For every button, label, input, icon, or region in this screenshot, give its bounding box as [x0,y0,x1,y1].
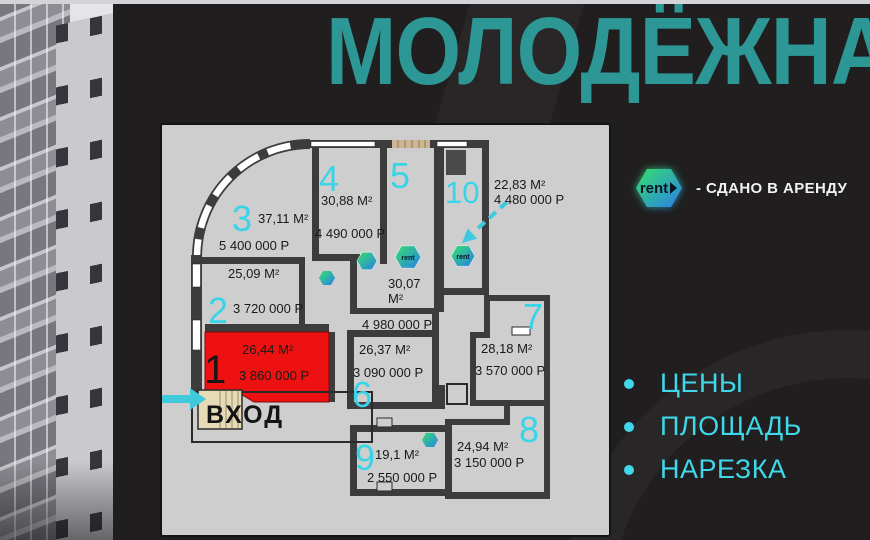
window [192,319,201,351]
stair-lines [219,391,239,428]
bullet-icon [624,421,634,432]
rent-badge-icons: rent rent [319,245,476,447]
unit-8-price: 3 150 000 Р [454,455,525,470]
list-item: НАРЕЗКА [624,448,802,491]
unit-9-number: 9 [355,437,376,478]
unit-9-area: 19,1 М² [375,447,420,462]
unit-4-price: 4 490 000 Р [315,226,386,241]
window [192,263,201,288]
rented-legend: rent - СДАНО В АРЕНДУ [628,160,847,216]
features-list: ЦЕНЫ ПЛОЩАДЬ НАРЕЗКА [624,362,802,491]
feature-area: ПЛОЩАДЬ [660,411,802,441]
unit-6-area: 26,37 М² [359,342,411,357]
unit-5-price: 4 980 000 Р [362,317,433,332]
bullet-icon [624,464,634,475]
unit-5-number: 5 [390,155,411,196]
unit-4-number: 4 [319,158,340,199]
rent-logo-icon: rent [636,169,682,207]
vestibule-outline [191,391,373,443]
unit-6-number: 6 [352,374,373,415]
floor-plan-walls: rent rent [162,139,550,499]
door-notch [376,417,393,428]
unit-10-callout-arrow-icon [462,200,509,243]
unit-7-price: 3 570 000 Р [475,363,546,378]
hatch-lines [397,140,426,148]
door-notch [376,481,393,492]
floor-plan: rent rent 1 2 3 4 5 6 7 8 9 10 26,44 М² … [160,123,611,537]
unit-10-callout: 22,83 М² 4 480 000 Р [494,177,564,207]
building-photo-shade [0,460,113,540]
feature-layout: НАРЕЗКА [660,454,787,484]
list-item: ПЛОЩАДЬ [624,405,802,448]
unit-2-price: 3 720 000 Р [233,301,304,316]
svg-text:rent: rent [640,180,668,197]
svg-text:rent: rent [456,254,470,261]
interior-walls [191,148,550,499]
page-title: МОЛОДЁЖНАЯ [326,0,870,105]
unit-9-price: 2 550 000 Р [367,470,438,485]
unit-10-number: 10 [445,175,480,210]
top-strip [0,0,870,4]
rented-legend-label: - СДАНО В АРЕНДУ [696,179,848,197]
unit-3-number: 3 [232,198,253,239]
unit-1-number: 1 [204,348,227,392]
entrance-label: ВХОД [206,401,285,429]
svg-text:rent: rent [401,255,415,262]
unit-1-area: 26,44 М² [242,342,294,357]
unit-3-area: 37,11 М² [258,211,309,226]
list-item: ЦЕНЫ [624,362,802,405]
unit-6-price: 3 090 000 Р [353,365,424,380]
unit-8-number: 8 [519,409,540,450]
unit-8-area: 24,94 М² [457,439,509,454]
curved-wall-windows [193,142,292,264]
window [310,141,376,147]
unit-7-area: 28,18 М² [481,341,533,356]
unit-4-area: 30,88 М² [321,193,373,208]
unit-7-number: 7 [523,296,544,337]
top-hatch [392,140,430,148]
closet [446,383,468,405]
unit-10-area: 22,83 М² [494,177,546,192]
bullet-icon [624,378,634,389]
entrance-arrow-icon [162,388,206,410]
unit-1-price: 3 860 000 Р [239,368,310,383]
unit-2-number: 2 [208,290,229,331]
feature-prices: ЦЕНЫ [660,368,744,398]
unit-10-price: 4 480 000 Р [494,192,565,207]
unit-2-area: 25,09 М² [228,266,280,281]
door [511,326,531,336]
unit-5-area: 30,07 М² [388,276,421,306]
unit-3-price: 5 400 000 Р [219,238,290,253]
building-photo [0,0,113,540]
window [436,141,468,147]
